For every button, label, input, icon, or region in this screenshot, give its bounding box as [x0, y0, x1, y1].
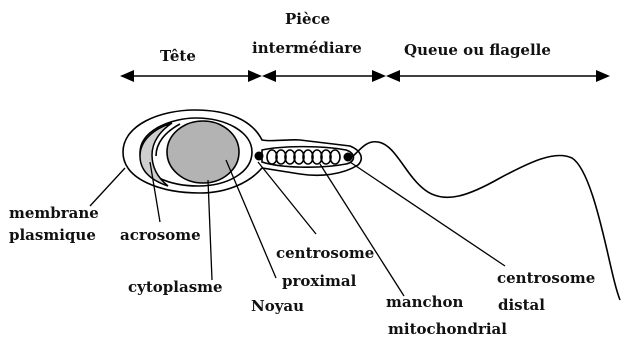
label-acrosome: acrosome	[120, 226, 201, 244]
label-manchon-line2: mitochondrial	[388, 320, 507, 338]
section-tail-label: Queue ou flagelle	[404, 41, 551, 59]
section-midpiece-label-line1: Pièce	[285, 10, 330, 28]
section-head-label: Tête	[160, 47, 196, 65]
label-membrane-line1: membrane	[9, 204, 99, 222]
label-cytoplasme: cytoplasme	[128, 278, 223, 296]
arrowhead-left-icon	[262, 70, 276, 82]
arrowhead-right-icon	[248, 70, 262, 82]
section-midpiece-label-line2: intermédiare	[252, 39, 362, 57]
arrowhead-left-icon	[120, 70, 134, 82]
label-membrane-line2: plasmique	[9, 226, 96, 244]
label-manchon-line1: manchon	[386, 293, 464, 311]
proximal-centrosome-dot	[255, 152, 264, 161]
distal-centrosome-dot	[344, 153, 353, 162]
label-centrosome-proximal-line2: proximal	[282, 272, 357, 290]
section-arrows	[120, 70, 610, 82]
nucleus	[167, 121, 239, 183]
mitochondrial-sheath	[267, 150, 340, 164]
arrowhead-right-icon	[372, 70, 386, 82]
arrowhead-right-icon	[596, 70, 610, 82]
label-centrosome-distal-line1: centrosome	[497, 269, 595, 287]
label-centrosome-proximal-line1: centrosome	[276, 244, 374, 262]
arrowhead-left-icon	[386, 70, 400, 82]
label-noyau: Noyau	[251, 297, 304, 315]
label-centrosome-distal-line2: distal	[498, 296, 545, 314]
